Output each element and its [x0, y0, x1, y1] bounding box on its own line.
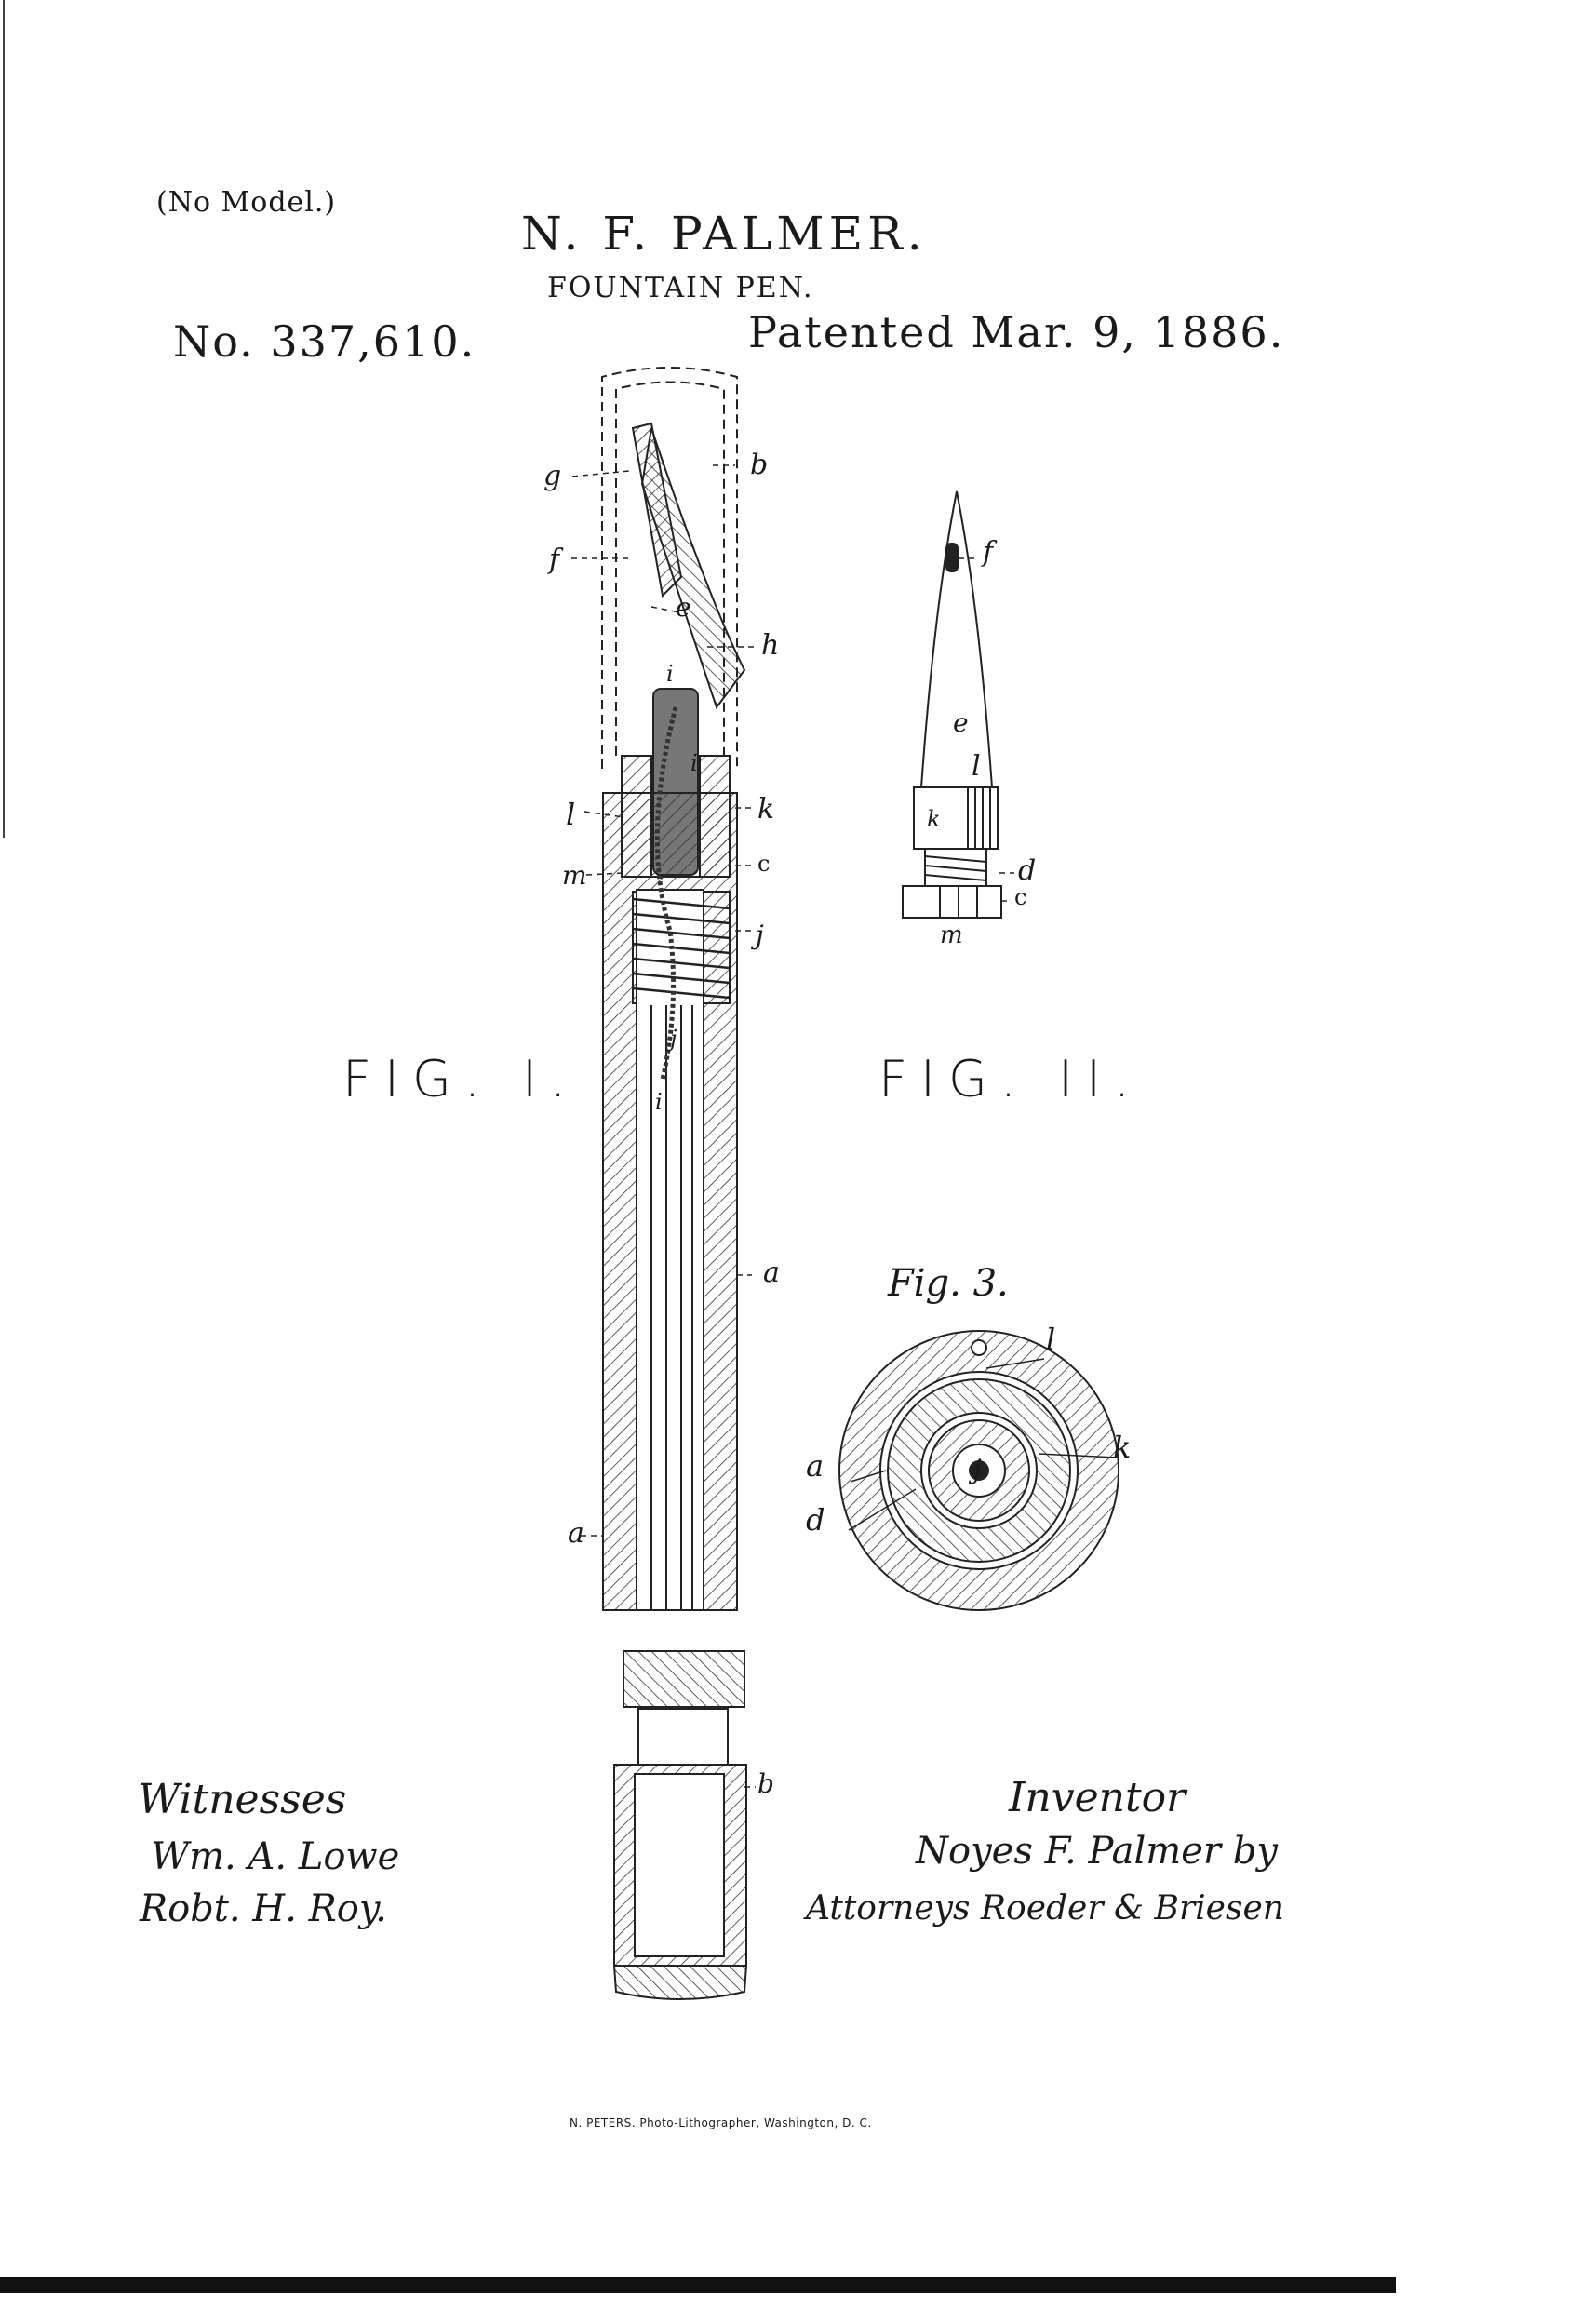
fig3-label: Fig. 3. — [888, 1262, 1009, 1305]
fig3-ref-k: k — [1113, 1430, 1132, 1465]
inventor-label: Inventor — [1009, 1774, 1186, 1821]
patent-title: FOUNTAIN PEN. — [547, 272, 814, 304]
fig1-ref-m: m — [562, 860, 587, 891]
fig1-ref-k: k — [757, 793, 775, 826]
fig3-cross-section — [838, 1330, 1119, 1611]
fig1-ref-b-top: b — [750, 449, 769, 481]
fig1-thread-lines — [632, 897, 731, 1000]
fig1-ref-i-mid: i — [690, 750, 698, 776]
fig1-ref-c: c — [757, 851, 771, 877]
lithographer-footer: N. PETERS. Photo-Lithographer, Washingto… — [570, 2116, 872, 2129]
fig1-ref-j-right: j — [756, 920, 764, 950]
fig2-ref-m: m — [940, 921, 963, 949]
witness-signature-2: Robt. H. Roy. — [140, 1887, 387, 1930]
fig1-ref-j-lower: j — [670, 1026, 677, 1052]
fig2-ref-c: c — [1014, 884, 1027, 910]
fig1-ref-a-right: a — [763, 1256, 780, 1289]
fig1-ref-l: l — [566, 797, 576, 832]
fig3-ref-a: a — [806, 1448, 825, 1484]
fig1-ref-g: g — [543, 460, 562, 492]
inventor-signature: Noyes F. Palmer by — [916, 1830, 1278, 1873]
fig2-ref-e: e — [953, 707, 969, 738]
fig1-ref-a-left: a — [568, 1517, 584, 1550]
fig3-ref-j: j — [973, 1454, 982, 1484]
patent-number: No. 337,610. — [173, 316, 476, 367]
scan-edge-rule — [3, 0, 5, 838]
scan-bottom-bar — [0, 2277, 1396, 2293]
fig1-ref-h: h — [761, 629, 780, 662]
witness-signature-1: Wm. A. Lowe — [151, 1835, 400, 1878]
fig3-ref-d: d — [806, 1502, 825, 1538]
inventor-name-heading: N. F. PALMER. — [521, 207, 927, 261]
fig2-ref-k: k — [927, 806, 941, 832]
attorneys-signature: Attorneys Roeder & Briesen — [806, 1889, 1284, 1928]
no-model-note: (No Model.) — [156, 186, 337, 219]
fig2-label: FIG. II. — [878, 1050, 1144, 1108]
fig2-nib-section — [902, 490, 1002, 919]
fig1-pen-section — [601, 367, 747, 2000]
fig1-label: FIG. I. — [342, 1050, 580, 1108]
patent-date: Patented Mar. 9, 1886. — [748, 307, 1285, 357]
fig1-ref-e: e — [676, 592, 691, 623]
fig1-ref-b-bottom: b — [757, 1768, 774, 1799]
leader-lines — [571, 464, 1118, 1788]
fig2-ref-f: f — [983, 536, 994, 569]
fig1-ref-i-lower: i — [655, 1089, 663, 1115]
fig3-ref-l: l — [1046, 1322, 1056, 1357]
fig2-ref-l: l — [972, 750, 981, 783]
fig1-ref-f: f — [549, 544, 560, 576]
fig2-ref-d: d — [1018, 854, 1037, 887]
witnesses-label: Witnesses — [138, 1776, 347, 1823]
fig1-ref-i-upper: i — [666, 661, 674, 687]
